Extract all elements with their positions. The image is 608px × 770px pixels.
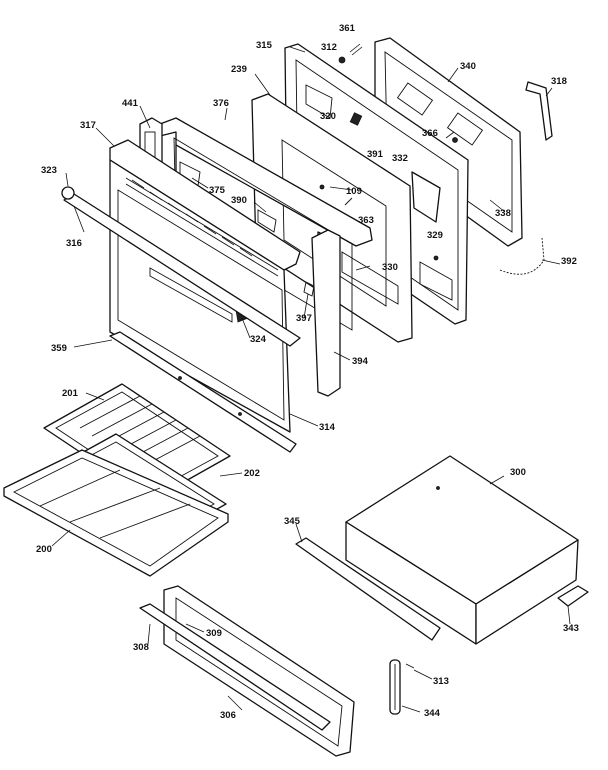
label-313: 313 xyxy=(433,676,449,687)
drawer-handle-308 xyxy=(139,603,331,731)
label-323: 323 xyxy=(41,165,57,176)
label-316: 316 xyxy=(66,238,82,249)
label-343: 343 xyxy=(563,623,579,634)
label-315: 315 xyxy=(256,40,273,51)
drawer-trim-345 xyxy=(295,537,441,641)
label-309: 309 xyxy=(206,628,222,639)
label-338: 338 xyxy=(495,208,511,219)
label-200: 200 xyxy=(36,544,52,555)
label-202: 202 xyxy=(244,468,260,479)
screw-313 xyxy=(405,663,415,669)
label-376: 376 xyxy=(213,98,229,109)
label-312: 312 xyxy=(321,42,337,53)
label-329: 329 xyxy=(427,230,443,241)
label-359: 359 xyxy=(51,343,67,354)
label-317: 317 xyxy=(80,120,96,131)
callout-labels: 361 312 315 340 318 239 376 441 320 317 … xyxy=(36,23,579,721)
end-cap-323 xyxy=(61,186,75,200)
door-seal-318 xyxy=(525,81,553,141)
storage-drawer-300 xyxy=(345,455,579,645)
label-300: 300 xyxy=(510,467,526,478)
label-344: 344 xyxy=(424,708,441,719)
kick-trim-359 xyxy=(109,331,297,453)
label-318: 318 xyxy=(551,76,567,87)
label-394: 394 xyxy=(352,356,369,367)
label-308: 308 xyxy=(133,642,149,653)
part-391 xyxy=(349,112,363,126)
label-201: 201 xyxy=(62,388,79,399)
label-441: 441 xyxy=(122,98,139,109)
label-306: 306 xyxy=(220,710,236,721)
control-slots xyxy=(131,179,253,257)
nut-312 xyxy=(338,56,346,64)
side-trim-394 xyxy=(311,229,341,397)
label-345: 345 xyxy=(284,516,301,527)
label-330: 330 xyxy=(382,262,398,273)
slide-343 xyxy=(557,585,589,607)
label-340: 340 xyxy=(460,61,476,72)
label-391: 391 xyxy=(367,149,384,160)
leader-lines xyxy=(51,46,571,713)
rack-200 xyxy=(3,449,229,577)
label-397: 397 xyxy=(296,313,312,324)
label-109: 109 xyxy=(346,186,362,197)
bracket-390 xyxy=(257,209,277,233)
label-314: 314 xyxy=(319,422,336,433)
label-390: 390 xyxy=(231,195,247,206)
label-239: 239 xyxy=(231,64,247,75)
bracket-397 xyxy=(303,281,315,297)
drawer-panel-306 xyxy=(163,585,355,757)
door-handle-316 xyxy=(61,186,301,347)
label-375: 375 xyxy=(209,185,226,196)
bracket-344 xyxy=(389,659,401,715)
label-320: 320 xyxy=(320,111,336,122)
bracket-320 xyxy=(305,84,333,119)
label-324: 324 xyxy=(250,334,267,345)
label-363: 363 xyxy=(358,215,374,226)
label-361: 361 xyxy=(339,23,356,34)
screw-361 xyxy=(349,43,363,56)
label-392: 392 xyxy=(561,256,577,267)
label-332: 332 xyxy=(392,153,408,164)
label-366: 366 xyxy=(422,128,438,139)
bracket-332 xyxy=(411,171,441,223)
